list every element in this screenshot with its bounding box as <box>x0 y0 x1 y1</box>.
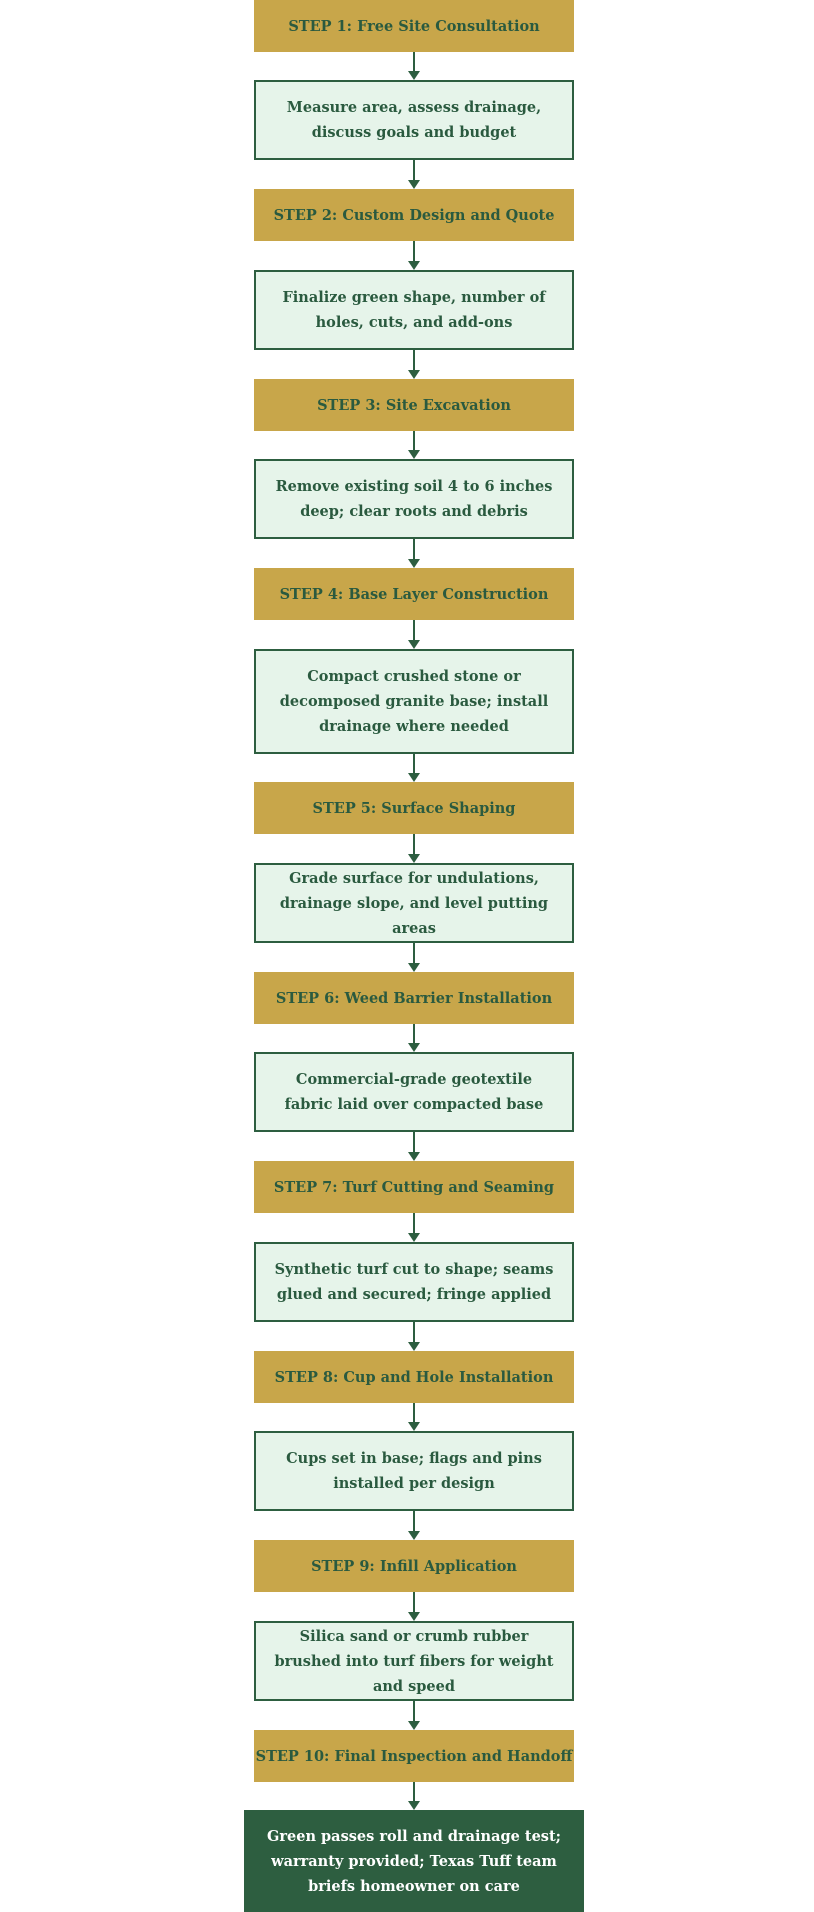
step-9-title: STEP 9: Infill Application <box>311 1557 517 1575</box>
step-3-box: STEP 3: Site Excavation <box>254 379 574 431</box>
connector-2b <box>413 350 415 370</box>
connector-4b <box>413 754 415 773</box>
connector-5a <box>413 834 415 854</box>
step-1-title: STEP 1: Free Site Consultation <box>288 17 540 35</box>
arrowhead-5b <box>408 963 420 972</box>
arrowhead-9b <box>408 1721 420 1730</box>
step-4-detail: Compact crushed stone or decomposed gran… <box>279 668 549 735</box>
connector-3a <box>413 431 415 450</box>
step-1-detail: Measure area, assess drainage, discuss g… <box>286 99 542 141</box>
connector-5b <box>413 943 415 963</box>
connector-6a <box>413 1024 415 1043</box>
arrowhead-7b <box>408 1342 420 1351</box>
step-10-title: STEP 10: Final Inspection and Handoff <box>255 1747 573 1765</box>
connector-6b <box>413 1132 415 1152</box>
arrowhead-2b <box>408 370 420 379</box>
step-10-detail-box: Green passes roll and drainage test; war… <box>244 1810 584 1912</box>
connector-1b <box>413 160 415 180</box>
arrowhead-2a <box>408 261 420 270</box>
step-3-title: STEP 3: Site Excavation <box>317 396 511 414</box>
step-7-title: STEP 7: Turf Cutting and Seaming <box>273 1178 555 1196</box>
step-3-detail-box: Remove existing soil 4 to 6 inches deep;… <box>254 459 574 539</box>
arrowhead-9a <box>408 1612 420 1621</box>
connector-2a <box>413 241 415 261</box>
connector-9b <box>413 1701 415 1721</box>
step-7-detail-box: Synthetic turf cut to shape; seams glued… <box>254 1242 574 1322</box>
step-6-detail-box: Commercial-grade geotextile fabric laid … <box>254 1052 574 1132</box>
arrowhead-10a <box>408 1801 420 1810</box>
step-4-box: STEP 4: Base Layer Construction <box>254 568 574 620</box>
step-5-detail: Grade surface for undulations, drainage … <box>279 869 549 937</box>
connector-8b <box>413 1511 415 1531</box>
step-3-detail: Remove existing soil 4 to 6 inches deep;… <box>275 478 553 520</box>
step-2-title: STEP 2: Custom Design and Quote <box>273 206 555 224</box>
step-6-title: STEP 6: Weed Barrier Installation <box>275 989 553 1007</box>
step-2-detail: Finalize green shape, number of holes, c… <box>282 289 546 331</box>
step-9-detail: Silica sand or crumb rubber brushed into… <box>274 1627 554 1695</box>
connector-8a <box>413 1403 415 1422</box>
arrowhead-1a <box>408 71 420 80</box>
connector-3b <box>413 539 415 559</box>
step-10-box: STEP 10: Final Inspection and Handoff <box>254 1730 574 1782</box>
arrowhead-7a <box>408 1233 420 1242</box>
step-9-box: STEP 9: Infill Application <box>254 1540 574 1592</box>
step-9-detail-box: Silica sand or crumb rubber brushed into… <box>254 1621 574 1701</box>
step-5-detail-box: Grade surface for undulations, drainage … <box>254 863 574 943</box>
arrowhead-8a <box>408 1422 420 1431</box>
arrowhead-5a <box>408 854 420 863</box>
arrowhead-6b <box>408 1152 420 1161</box>
connector-9a <box>413 1592 415 1612</box>
connector-7b <box>413 1322 415 1342</box>
step-7-detail: Synthetic turf cut to shape; seams glued… <box>274 1261 554 1303</box>
arrowhead-4b <box>408 773 420 782</box>
step-1-box: STEP 1: Free Site Consultation <box>254 0 574 52</box>
connector-10a <box>413 1782 415 1801</box>
step-8-box: STEP 8: Cup and Hole Installation <box>254 1351 574 1403</box>
arrowhead-3b <box>408 559 420 568</box>
step-7-box: STEP 7: Turf Cutting and Seaming <box>254 1161 574 1213</box>
arrowhead-6a <box>408 1043 420 1052</box>
step-10-detail: Green passes roll and drainage test; war… <box>266 1827 562 1895</box>
step-4-title: STEP 4: Base Layer Construction <box>279 585 549 603</box>
connector-1a <box>413 52 415 71</box>
arrowhead-1b <box>408 180 420 189</box>
step-6-box: STEP 6: Weed Barrier Installation <box>254 972 574 1024</box>
arrowhead-4a <box>408 640 420 649</box>
step-5-title: STEP 5: Surface Shaping <box>312 799 516 817</box>
step-8-detail: Cups set in base; flags and pins install… <box>286 1450 542 1492</box>
step-8-title: STEP 8: Cup and Hole Installation <box>274 1368 554 1386</box>
step-8-detail-box: Cups set in base; flags and pins install… <box>254 1431 574 1511</box>
step-1-detail-box: Measure area, assess drainage, discuss g… <box>254 80 574 160</box>
connector-4a <box>413 620 415 640</box>
step-2-detail-box: Finalize green shape, number of holes, c… <box>254 270 574 350</box>
step-6-detail: Commercial-grade geotextile fabric laid … <box>284 1071 544 1113</box>
arrowhead-8b <box>408 1531 420 1540</box>
step-2-box: STEP 2: Custom Design and Quote <box>254 189 574 241</box>
connector-7a <box>413 1213 415 1233</box>
step-5-box: STEP 5: Surface Shaping <box>254 782 574 834</box>
arrowhead-3a <box>408 450 420 459</box>
step-4-detail-box: Compact crushed stone or decomposed gran… <box>254 649 574 754</box>
